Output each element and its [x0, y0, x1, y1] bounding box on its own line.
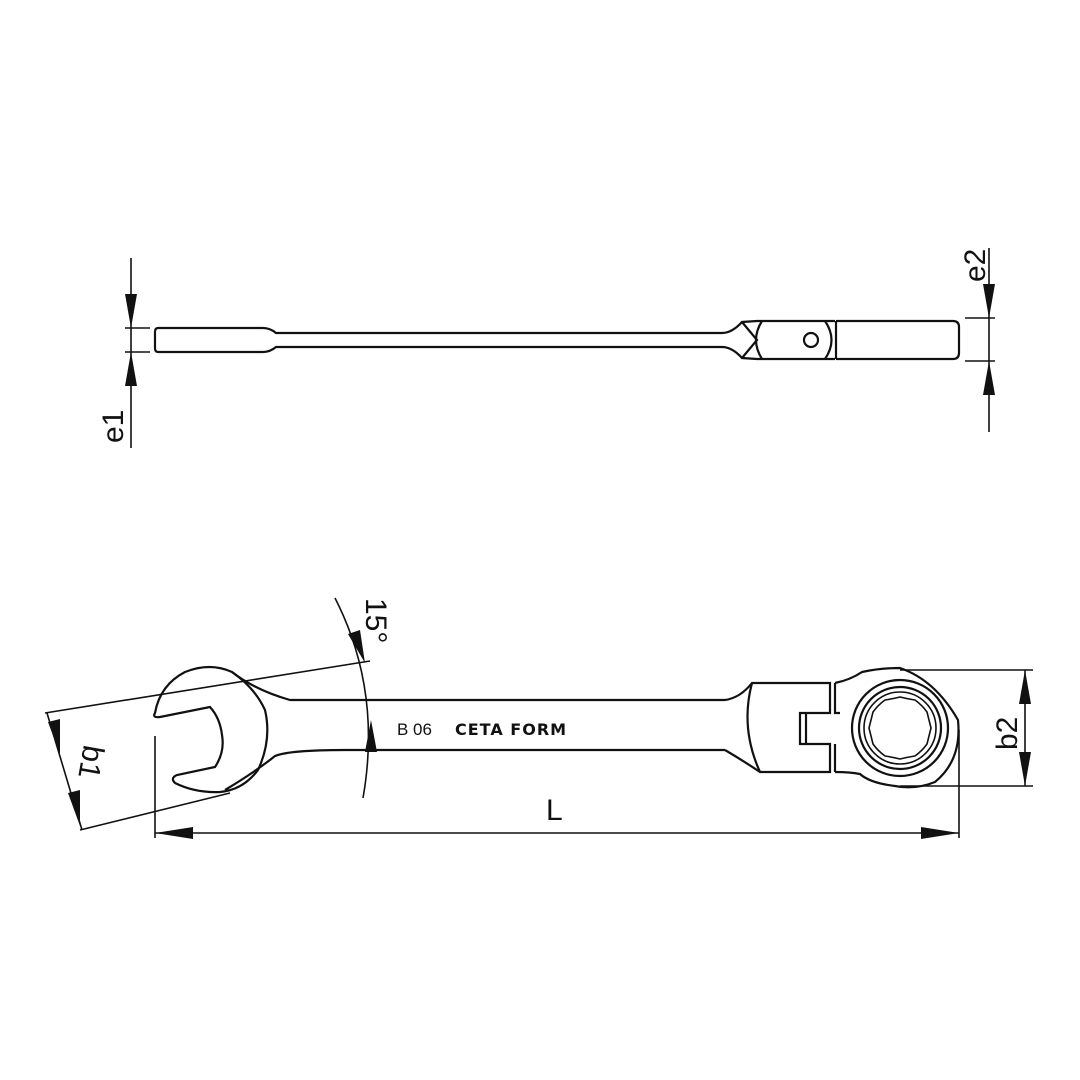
ring-head	[834, 666, 960, 789]
dimension-b2: b2	[900, 669, 1033, 787]
label-e2: e2	[959, 249, 992, 282]
dimension-e1: e1	[97, 258, 150, 448]
label-b1: b1	[71, 743, 109, 782]
flex-joint	[724, 681, 840, 774]
pivot-pin-icon	[802, 331, 820, 349]
label-angle: 15°	[359, 598, 392, 643]
top-view: B 06 CETA FORM 15°	[44, 597, 1033, 839]
dimension-angle: 15°	[44, 597, 392, 799]
marking-code: B 06	[397, 720, 432, 739]
twelve-point-socket-icon	[868, 696, 932, 760]
dimension-e2: e2	[959, 248, 995, 432]
side-view: e1 e2	[97, 248, 995, 448]
open-end-head	[153, 665, 346, 794]
label-b2: b2	[991, 717, 1024, 750]
dimension-L: L	[154, 730, 960, 839]
dimension-b1: b1	[46, 712, 231, 831]
marking-brand: CETA FORM	[455, 720, 567, 739]
label-L: L	[546, 794, 563, 827]
label-e1: e1	[97, 410, 130, 443]
